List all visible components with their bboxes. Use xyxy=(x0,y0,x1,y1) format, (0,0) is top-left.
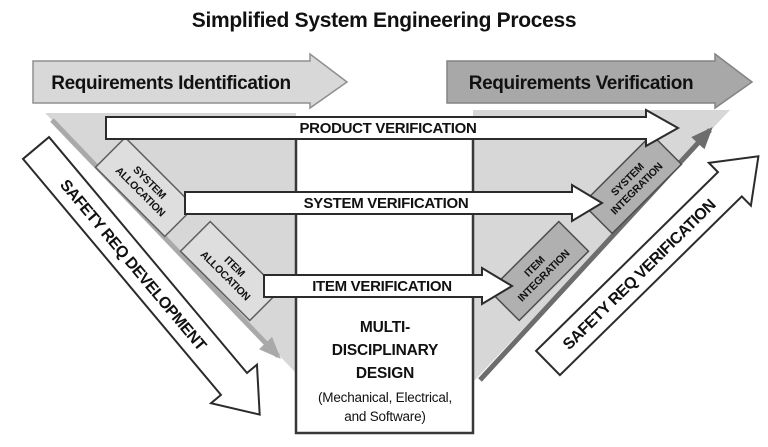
center-box-line4: (Mechanical, Electrical, xyxy=(318,390,452,405)
requirements-verification-arrow: Requirements Verification xyxy=(446,52,754,110)
item-allocation-box: ITEM ALLOCATION xyxy=(179,220,281,322)
item-verification-arrow-shape xyxy=(263,266,514,306)
requirements-identification-arrow-shape xyxy=(32,52,349,110)
requirements-identification-arrow: Requirements Identification xyxy=(32,52,349,110)
left-diagonal-arrow xyxy=(50,118,281,359)
center-box-line2: DISCIPLINARY xyxy=(332,342,439,359)
product-verification-arrow: PRODUCT VERIFICATION xyxy=(105,108,681,148)
system-integration-box-shape xyxy=(581,133,683,235)
requirements-identification-label: Requirements Identification xyxy=(51,73,290,94)
safety-req-development-arrow-shape xyxy=(21,135,261,416)
item-integration-box: ITEM INTEGRATION xyxy=(488,220,590,322)
product-verification-label: PRODUCT VERIFICATION xyxy=(299,120,476,137)
safety-req-verification-arrow-shape xyxy=(534,155,760,377)
item-allocation-box-shape xyxy=(179,220,281,322)
system-verification-label: SYSTEM VERIFICATION xyxy=(304,195,469,212)
requirements-verification-label: Requirements Verification xyxy=(469,73,693,94)
item-verification-arrow: ITEM VERIFICATION xyxy=(263,266,514,306)
item-integration-box-shape xyxy=(488,220,590,322)
requirements-verification-arrow-shape xyxy=(446,52,754,110)
system-verification-arrow: SYSTEM VERIFICATION xyxy=(184,183,604,223)
center-box-line5: and Software) xyxy=(344,409,425,424)
system-verification-arrow-shape xyxy=(184,183,604,223)
center-box-line3: DESIGN xyxy=(356,365,414,382)
center-box-line1: MULTI- xyxy=(360,319,410,336)
diagram-title: Simplified System Engineering Process xyxy=(192,9,577,32)
item-verification-label: ITEM VERIFICATION xyxy=(312,278,452,295)
product-verification-arrow-shape xyxy=(105,108,681,148)
system-allocation-box-shape xyxy=(94,136,196,238)
